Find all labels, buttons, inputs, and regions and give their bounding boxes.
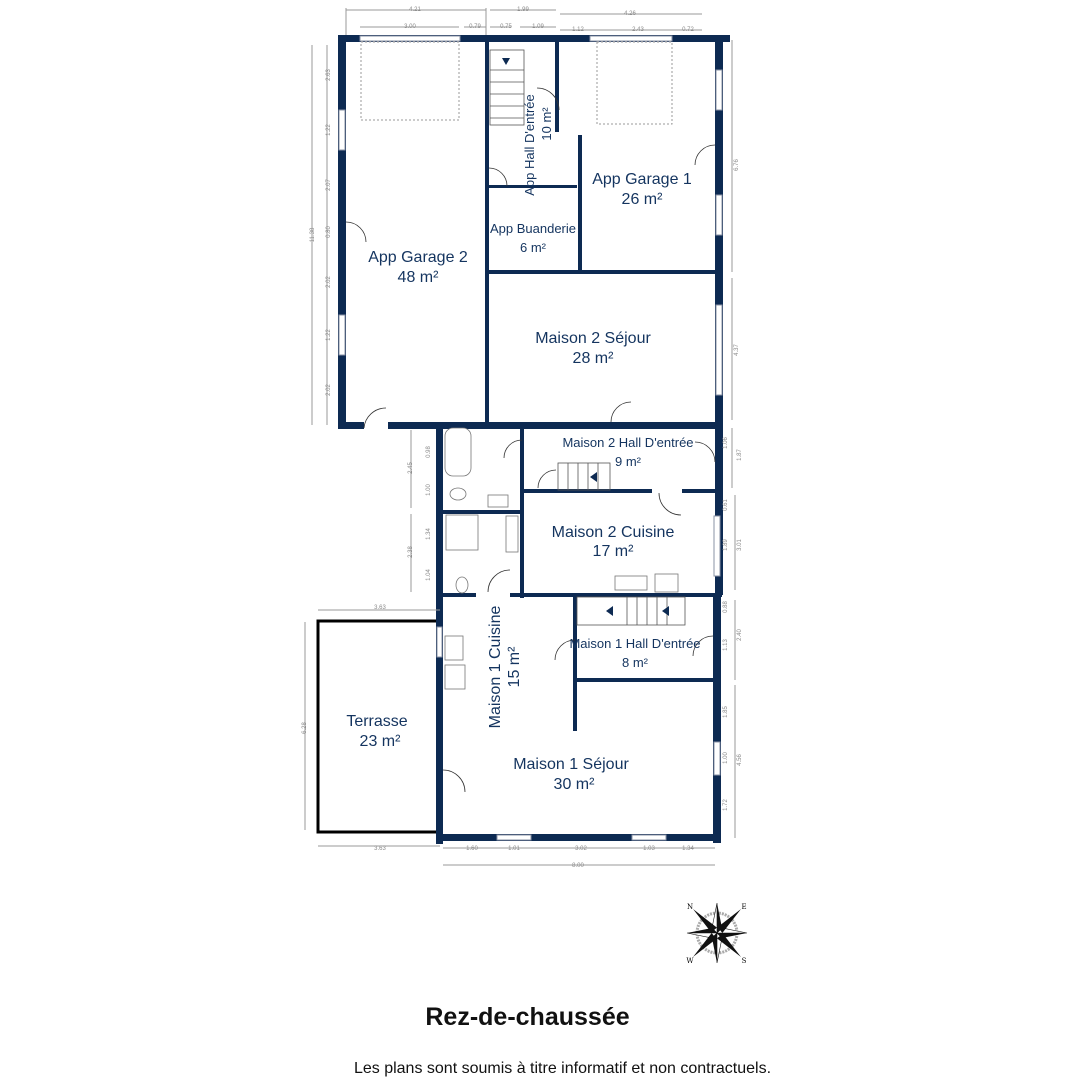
svg-text:4.56: 4.56 [737, 754, 743, 766]
svg-text:2.40: 2.40 [737, 629, 743, 641]
svg-text:3.63: 3.63 [374, 846, 386, 852]
room-app-garage-2: App Garage 2 48 m² [368, 249, 468, 286]
svg-text:1.13: 1.13 [723, 639, 729, 651]
svg-text:App Garage 2: App Garage 2 [368, 249, 468, 266]
garage-door-2 [360, 41, 460, 121]
svg-text:W: W [686, 957, 694, 965]
svg-text:1.09: 1.09 [532, 24, 544, 30]
disclaimer-text: Les plans sont soumis à titre informatif… [353, 1060, 772, 1077]
svg-text:1.99: 1.99 [517, 7, 529, 13]
svg-text:6.28: 6.28 [302, 722, 308, 734]
svg-text:2.38: 2.38 [408, 546, 414, 558]
svg-text:N: N [687, 903, 693, 911]
room-maison-2-hall: Maison 2 Hall D'entrée 9 m² [562, 435, 693, 469]
windows [338, 35, 723, 841]
svg-text:2.43: 2.43 [632, 27, 644, 33]
svg-text:2.45: 2.45 [408, 462, 414, 474]
svg-text:9 m²: 9 m² [615, 454, 642, 469]
svg-text:Terrasse: Terrasse [346, 713, 407, 730]
svg-text:2.63: 2.63 [326, 69, 332, 81]
svg-text:2.02: 2.02 [326, 276, 332, 288]
svg-text:48 m²: 48 m² [398, 269, 440, 286]
svg-text:0.61: 0.61 [723, 499, 729, 511]
svg-text:1.00: 1.00 [723, 752, 729, 764]
svg-text:1.60: 1.60 [466, 846, 478, 852]
svg-text:1.22: 1.22 [326, 124, 332, 136]
room-maison-1-sejour: Maison 1 Séjour 30 m² [513, 756, 629, 793]
room-app-garage-1: App Garage 1 26 m² [592, 171, 692, 208]
room-maison-1-cuisine: Maison 1 Cuisine 15 m² [487, 606, 523, 729]
svg-text:4.37: 4.37 [734, 344, 740, 356]
svg-text:1.04: 1.04 [426, 569, 432, 581]
stairs [489, 49, 686, 626]
svg-text:E: E [741, 903, 746, 911]
svg-text:3.02: 3.02 [575, 846, 587, 852]
svg-text:1.34: 1.34 [426, 528, 432, 540]
svg-text:8 m²: 8 m² [622, 655, 649, 670]
svg-text:26 m²: 26 m² [622, 191, 664, 208]
compass-rose-icon: N E S W [686, 902, 748, 965]
svg-text:2.02: 2.02 [326, 384, 332, 396]
svg-text:Maison 2 Séjour: Maison 2 Séjour [535, 330, 651, 347]
room-maison-1-hall: Maison 1 Hall D'entrée 8 m² [569, 636, 700, 670]
room-app-hall: App Hall D'entrée 10 m² [522, 94, 554, 195]
svg-text:1.01: 1.01 [508, 846, 520, 852]
svg-text:1.87: 1.87 [737, 449, 743, 461]
terrace-outline [316, 619, 442, 834]
svg-text:App Garage 1: App Garage 1 [592, 171, 692, 188]
svg-text:Maison 2 Hall D'entrée: Maison 2 Hall D'entrée [562, 435, 693, 450]
svg-text:6 m²: 6 m² [520, 240, 547, 255]
dimension-lines [304, 8, 736, 866]
svg-text:0.72: 0.72 [682, 27, 694, 33]
svg-text:30 m²: 30 m² [554, 776, 596, 793]
svg-text:15 m²: 15 m² [506, 646, 523, 688]
svg-text:28 m²: 28 m² [573, 350, 615, 367]
svg-text:1.03: 1.03 [643, 846, 655, 852]
svg-text:3.63: 3.63 [374, 605, 386, 611]
svg-text:1.34: 1.34 [682, 846, 694, 852]
svg-text:Maison 1 Cuisine: Maison 1 Cuisine [487, 606, 504, 729]
svg-text:S: S [742, 957, 747, 965]
room-maison-2-sejour: Maison 2 Séjour 28 m² [535, 330, 651, 367]
svg-text:11.38: 11.38 [310, 227, 316, 242]
svg-text:0.88: 0.88 [723, 601, 729, 613]
svg-text:3.00: 3.00 [404, 24, 416, 30]
svg-text:6.76: 6.76 [734, 159, 740, 171]
svg-text:4.21: 4.21 [409, 7, 421, 13]
doors [345, 87, 716, 793]
svg-text:10 m²: 10 m² [539, 107, 554, 141]
svg-text:App Hall D'entrée: App Hall D'entrée [522, 94, 537, 195]
svg-text:Maison 2 Cuisine: Maison 2 Cuisine [552, 524, 675, 541]
svg-text:0.75: 0.75 [500, 24, 512, 30]
svg-text:Maison 1 Séjour: Maison 1 Séjour [513, 756, 629, 773]
svg-text:1.89: 1.89 [723, 539, 729, 551]
room-terrasse: Terrasse 23 m² [346, 713, 407, 750]
svg-text:3.01: 3.01 [737, 539, 743, 551]
svg-text:2.07: 2.07 [326, 179, 332, 191]
fixtures [444, 427, 679, 690]
svg-text:Maison 1 Hall D'entrée: Maison 1 Hall D'entrée [569, 636, 700, 651]
room-maison-2-cuisine: Maison 2 Cuisine 17 m² [552, 524, 675, 560]
svg-text:17 m²: 17 m² [593, 543, 635, 560]
stair-arrow-icons [502, 57, 669, 616]
room-app-buanderie: App Buanderie 6 m² [490, 221, 576, 255]
svg-text:1.72: 1.72 [723, 799, 729, 811]
dimension-labels: 4.21 3.00 0.79 1.99 0.75 1.09 4.26 1.12 … [302, 7, 743, 869]
svg-text:0.79: 0.79 [469, 24, 481, 30]
svg-text:1.06: 1.06 [723, 437, 729, 449]
svg-text:23 m²: 23 m² [360, 733, 402, 750]
svg-text:App Buanderie: App Buanderie [490, 221, 576, 236]
svg-text:0.98: 0.98 [426, 446, 432, 458]
svg-text:1.00: 1.00 [426, 484, 432, 496]
garage-door-1 [596, 41, 673, 125]
svg-text:1.85: 1.85 [723, 706, 729, 718]
svg-text:4.26: 4.26 [624, 11, 636, 17]
svg-text:8.00: 8.00 [572, 863, 584, 869]
svg-text:1.12: 1.12 [572, 27, 584, 33]
svg-text:1.22: 1.22 [326, 329, 332, 341]
floor-title: Rez-de-chaussée [425, 1003, 630, 1031]
svg-text:0.80: 0.80 [326, 226, 332, 238]
